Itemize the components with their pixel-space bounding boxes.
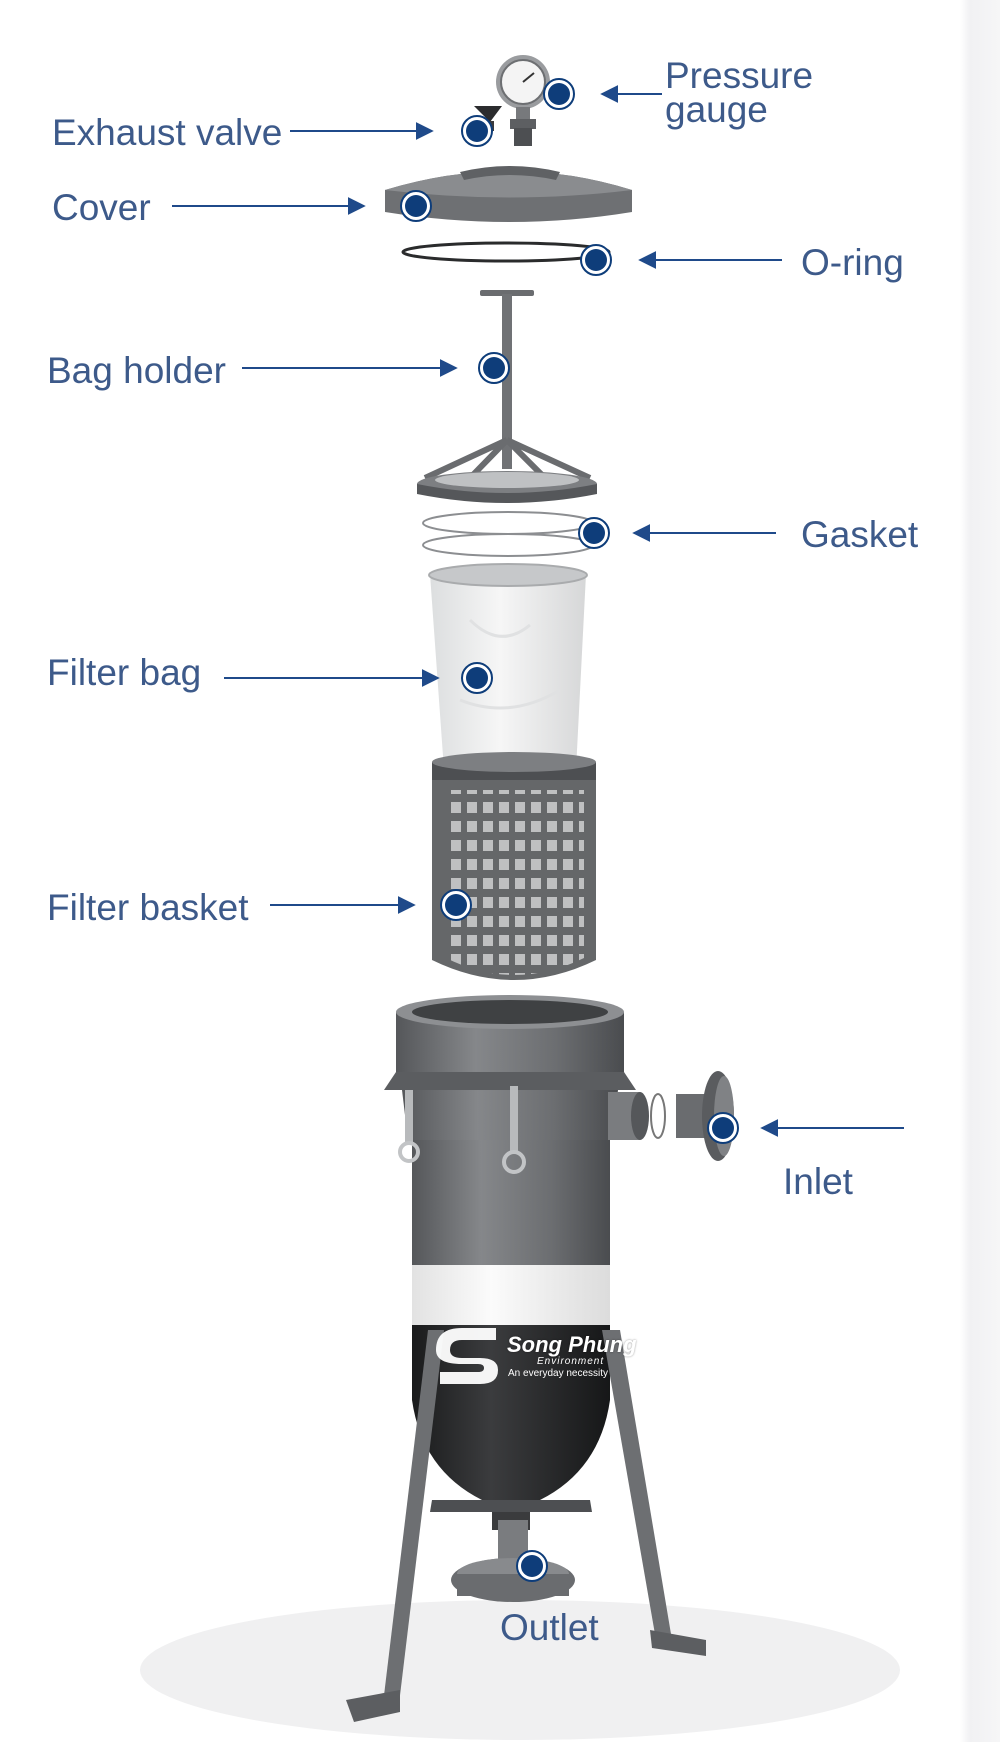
logo-sub: Environment [537,1356,605,1367]
marker-filter-bag [461,662,493,694]
marker-o-ring [580,244,612,276]
outlet-part [451,1520,575,1602]
bag-holder-part [417,290,597,503]
logo-name: Song Phung [507,1332,637,1357]
label-exhaust-valve: Exhaust valve [52,112,283,153]
marker-outlet [516,1550,548,1582]
marker-cover [400,190,432,222]
marker-pressure-gauge [543,78,575,110]
label-inlet: Inlet [783,1161,853,1202]
song-phung-logo-icon [436,1328,498,1384]
cover-part [385,166,632,222]
logo-tagline: An everyday necessity [508,1368,609,1379]
marker-gasket [578,517,610,549]
label-pressure-gauge: Pressure gauge [665,55,814,130]
filter-basket-part [432,752,596,980]
label-bag-holder: Bag holder [47,350,226,391]
marker-exhaust-valve [461,115,493,147]
housing-upper-part [384,995,666,1265]
label-o-ring: O-ring [801,242,904,283]
label-filter-basket: Filter basket [47,887,249,928]
o-ring-part [401,241,611,263]
label-gasket: Gasket [801,514,919,555]
filter-bag-part [428,563,588,770]
floor-shadow [140,1600,900,1740]
marker-bag-holder [478,352,510,384]
pressure-gauge-part [496,55,550,146]
part-markers [400,78,739,1582]
label-arrows [172,85,904,1137]
housing-white-band [412,1265,610,1325]
support-legs-part [346,1330,706,1722]
label-outlet: Outlet [500,1607,599,1648]
label-filter-bag: Filter bag [47,652,202,693]
marker-inlet [707,1112,739,1144]
gasket-part [422,511,594,557]
label-cover: Cover [52,187,151,228]
marker-filter-basket [440,889,472,921]
